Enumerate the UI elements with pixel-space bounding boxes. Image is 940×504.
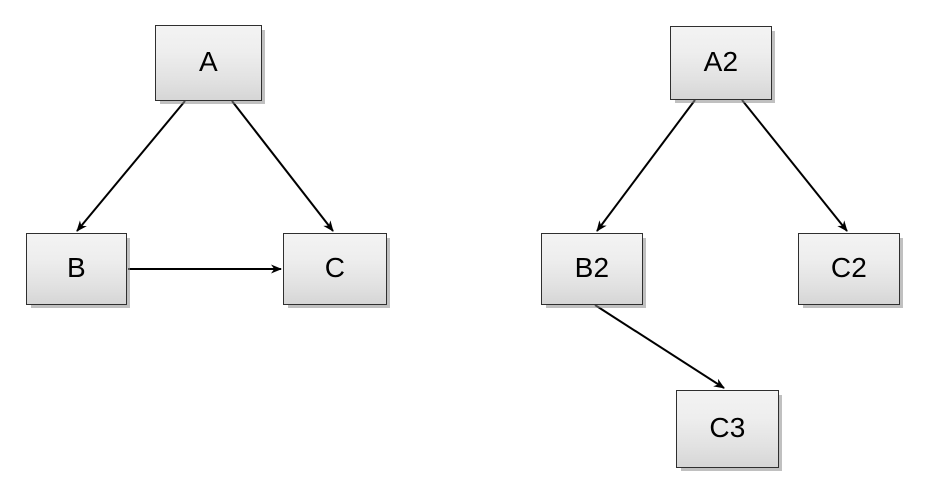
- node-c[interactable]: C: [283, 233, 387, 305]
- node-label: A: [199, 46, 218, 77]
- node-c2[interactable]: C2: [798, 233, 900, 305]
- edge-a2-to-c2[interactable]: [741, 99, 848, 232]
- node-a[interactable]: A: [155, 25, 262, 101]
- node-label: A2: [703, 46, 739, 77]
- node-a2[interactable]: A2: [670, 26, 772, 100]
- edge-b2-to-c3[interactable]: [594, 304, 725, 389]
- node-b2[interactable]: B2: [541, 233, 643, 305]
- edge-a-to-b[interactable]: [76, 100, 186, 232]
- node-c3[interactable]: C3: [676, 390, 779, 468]
- node-label: C: [324, 252, 346, 283]
- edge-a-to-c[interactable]: [231, 100, 334, 232]
- node-label: C3: [709, 412, 746, 443]
- node-label: B: [67, 252, 86, 283]
- edges-group: [76, 99, 848, 389]
- node-label: C2: [830, 252, 868, 283]
- node-label: B2: [574, 252, 610, 283]
- edge-a2-to-b2[interactable]: [596, 99, 696, 232]
- node-b[interactable]: B: [26, 233, 127, 305]
